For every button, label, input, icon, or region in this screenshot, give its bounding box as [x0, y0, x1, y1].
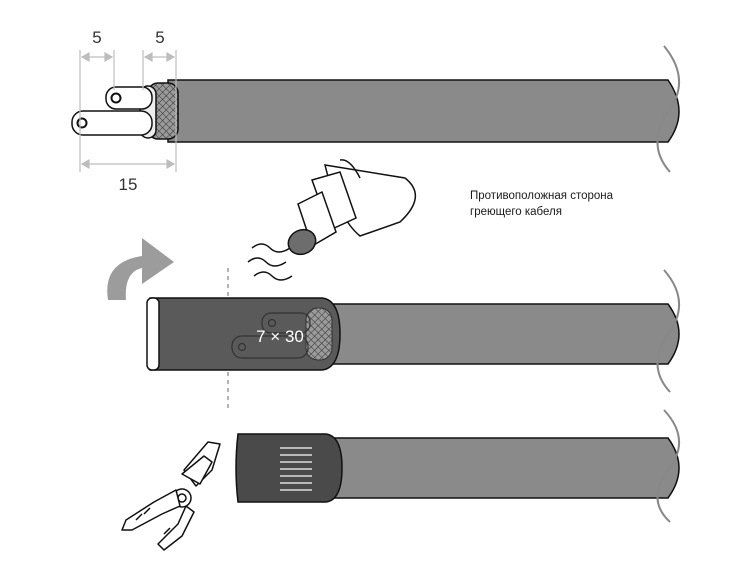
sleeve-size-label: 7 × 30 [256, 327, 304, 346]
pliers-handle-right [157, 505, 195, 551]
heat-gun-handle-outline [339, 159, 361, 179]
slide-direction-arrow [107, 238, 174, 300]
heat-shrink-sleeve [149, 297, 341, 371]
pliers-jaw-lower [181, 455, 213, 485]
sleeve-end-cap [146, 297, 160, 371]
sleeve-inner-conductor-lower [231, 335, 309, 359]
pliers-handle-left [121, 489, 181, 531]
sleeve-cable: 7 × 30 [146, 269, 681, 393]
cable-1-conductor-lower [71, 110, 153, 136]
pliers-grip-lines [135, 507, 171, 535]
conductor-upper-tip [110, 92, 122, 104]
conductor-lower-tip [76, 117, 88, 129]
cable-3-body [329, 437, 680, 499]
sleeve-conductor-upper-tip [267, 318, 277, 328]
opposite-side-caption-line2: греющего кабеля [470, 206, 562, 218]
dimension-lines [79, 50, 177, 172]
sleeve-conductor-lower-tip [237, 342, 247, 352]
opposite-side-caption-line1: Противоположная сторона [470, 190, 614, 202]
pliers-icon [121, 441, 221, 551]
crimped-sleeve-end [235, 433, 343, 503]
crimped-cable [235, 409, 681, 523]
heat-gun [287, 159, 416, 256]
cable-3-cut-line [656, 409, 681, 523]
cable-2-body [329, 303, 680, 365]
crimp-lines [280, 447, 312, 491]
dimension-inner-strip: 5 [92, 28, 101, 47]
cable-1-body [167, 79, 680, 143]
sleeve-inner-conductor-upper [261, 312, 311, 334]
cable-1-cut-line [656, 45, 681, 173]
dimension-total-strip: 15 [119, 175, 138, 194]
dimension-braid-strip: 5 [155, 28, 164, 47]
sleeve-inner-braid [305, 307, 333, 361]
cable-2-cut-line [656, 269, 681, 393]
stripped-cable [71, 45, 681, 173]
hot-air-waves [247, 243, 293, 281]
cable-1-conductor-upper [105, 86, 153, 110]
